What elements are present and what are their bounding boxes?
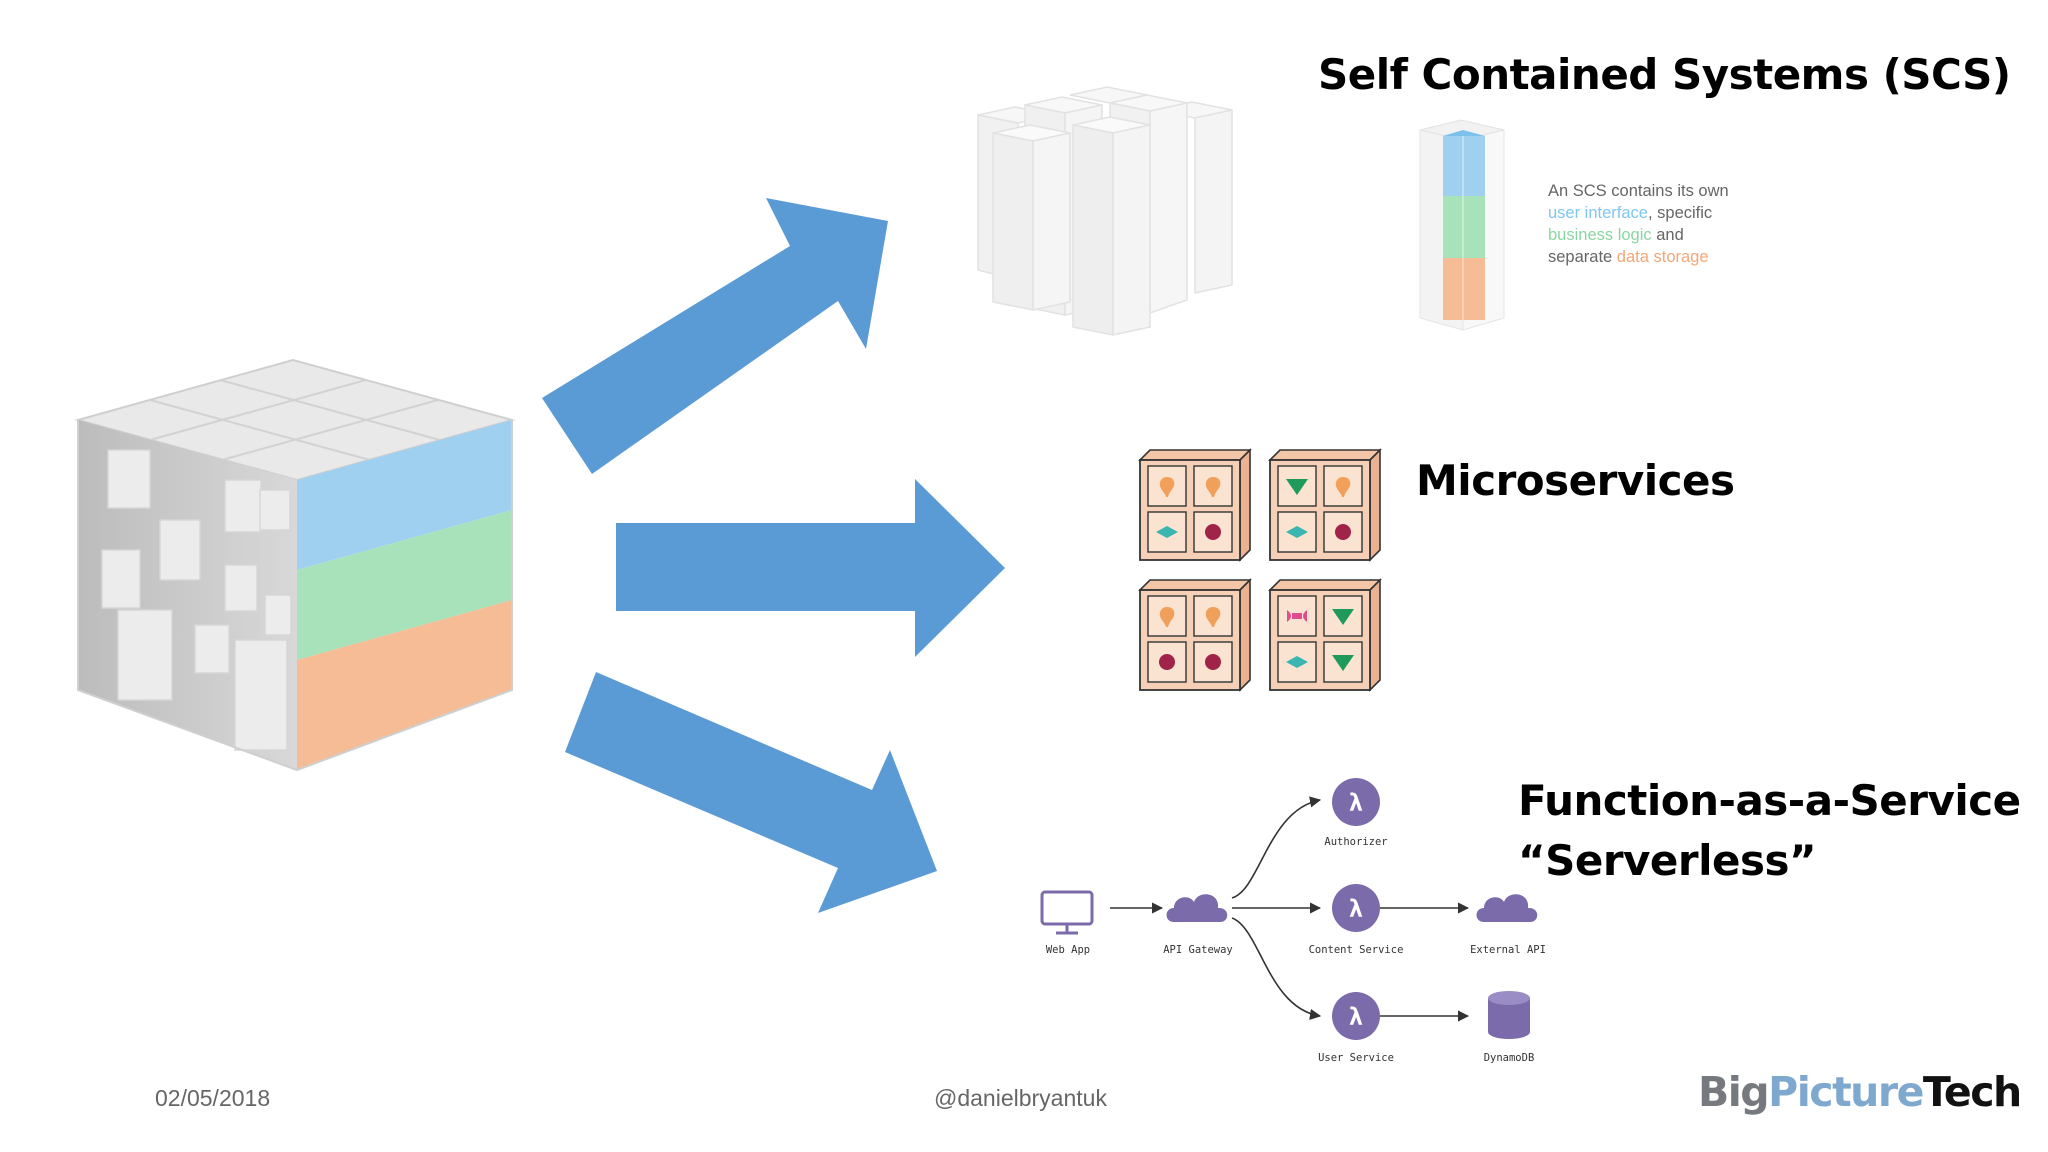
footer-date: 02/05/2018 bbox=[155, 1085, 271, 1111]
arrow-to-microservices bbox=[616, 479, 1005, 657]
scs-description: An SCS contains its own user interface, … bbox=[1548, 180, 1778, 268]
api-gateway-label: API Gateway bbox=[1163, 944, 1233, 956]
user-service-lambda-symbol: λ bbox=[1349, 1003, 1363, 1031]
footer-handle: @danielbryantuk bbox=[934, 1085, 1107, 1111]
user-service-label: User Service bbox=[1318, 1052, 1394, 1064]
content-service-label: Content Service bbox=[1309, 944, 1404, 956]
brand-logo: BigPictureTech bbox=[1698, 1068, 2022, 1116]
faas-title-line2: “Serverless” bbox=[1518, 836, 1817, 885]
arrow-to-faas bbox=[565, 672, 937, 913]
authorizer-label: Authorizer bbox=[1324, 836, 1387, 848]
brand-tech: Tech bbox=[1922, 1068, 2022, 1116]
scs-layer-pillar-icon bbox=[1419, 119, 1505, 331]
arrow-to-scs bbox=[542, 198, 888, 474]
brand-picture: Picture bbox=[1768, 1068, 1924, 1116]
dynamodb-label: DynamoDB bbox=[1484, 1052, 1535, 1064]
faas-diagram: Web App API Gateway λ Authorizer λ Conte… bbox=[1040, 778, 1546, 1064]
lambda-icon: λ bbox=[1332, 778, 1380, 826]
scs-desc-mid1: , specific bbox=[1647, 204, 1713, 222]
web-app-label: Web App bbox=[1046, 944, 1090, 956]
lambda-icon: λ bbox=[1332, 884, 1380, 932]
scs-desc-ui: user interface bbox=[1548, 204, 1648, 222]
scs-pillars-icon bbox=[977, 86, 1233, 336]
authorizer-lambda-symbol: λ bbox=[1349, 789, 1363, 817]
scs-title: Self Contained Systems (SCS) bbox=[1318, 50, 2011, 99]
scs-desc-data: data storage bbox=[1616, 248, 1709, 266]
web-app-monitor-icon bbox=[1040, 890, 1094, 935]
database-icon bbox=[1488, 991, 1530, 1039]
scs-desc-mid3: separate bbox=[1548, 248, 1617, 266]
microservices-title: Microservices bbox=[1416, 456, 1735, 505]
microservices-grid bbox=[1139, 449, 1381, 691]
external-api-label: External API bbox=[1470, 944, 1546, 956]
cloud-icon bbox=[1476, 894, 1538, 922]
content-service-lambda-symbol: λ bbox=[1349, 895, 1363, 923]
scs-desc-logic: business logic bbox=[1548, 226, 1652, 244]
scs-desc-mid2: and bbox=[1651, 226, 1684, 244]
monolith-cube-icon bbox=[74, 358, 516, 772]
faas-title-line1: Function-as-a-Service bbox=[1518, 776, 2021, 825]
lambda-icon: λ bbox=[1332, 992, 1380, 1040]
brand-big: Big bbox=[1698, 1068, 1770, 1116]
scs-desc-prefix: An SCS contains its own bbox=[1548, 182, 1729, 200]
cloud-icon bbox=[1166, 894, 1228, 922]
